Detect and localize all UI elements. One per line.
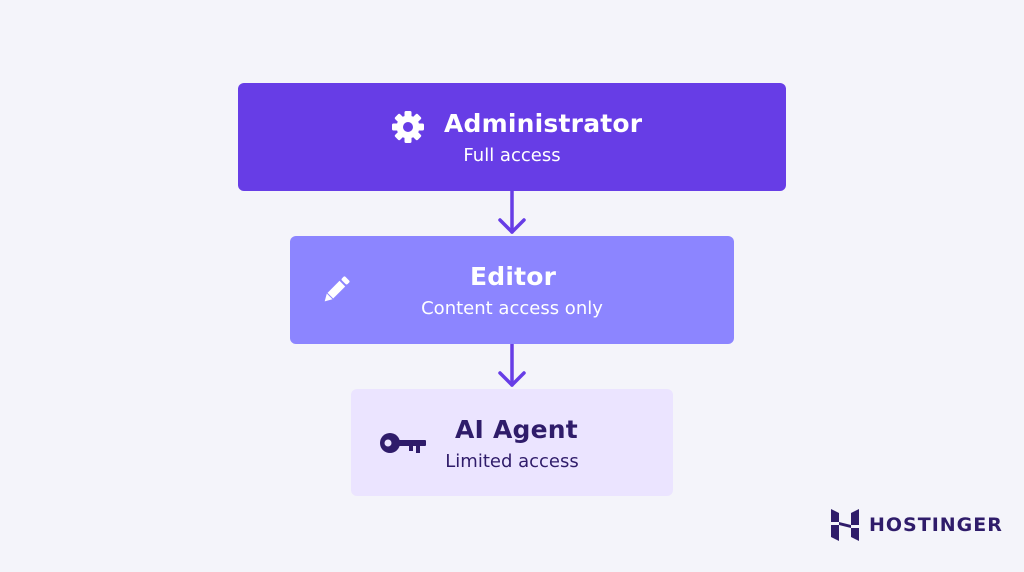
hostinger-logo-text: HOSTINGER: [869, 514, 1003, 536]
editor-node: Editor Content access only: [290, 236, 734, 344]
administrator-subtitle: Full access: [463, 145, 561, 166]
hostinger-logo-mark: [831, 509, 859, 541]
administrator-node: Administrator Full access: [238, 83, 786, 191]
gear-icon: [392, 111, 424, 143]
editor-subtitle: Content access only: [421, 298, 603, 319]
key-icon: [380, 433, 426, 453]
pencil-icon: [324, 276, 350, 302]
ai-agent-title: AI Agent: [455, 415, 578, 444]
arrow-administrator-to-editor: [498, 189, 526, 234]
ai-agent-subtitle: Limited access: [445, 451, 579, 472]
administrator-title: Administrator: [444, 109, 643, 138]
arrow-editor-to-ai-agent: [498, 342, 526, 387]
hostinger-logo: HOSTINGER: [831, 509, 1003, 541]
editor-title: Editor: [470, 262, 557, 291]
ai-agent-node: AI Agent Limited access: [351, 389, 673, 496]
